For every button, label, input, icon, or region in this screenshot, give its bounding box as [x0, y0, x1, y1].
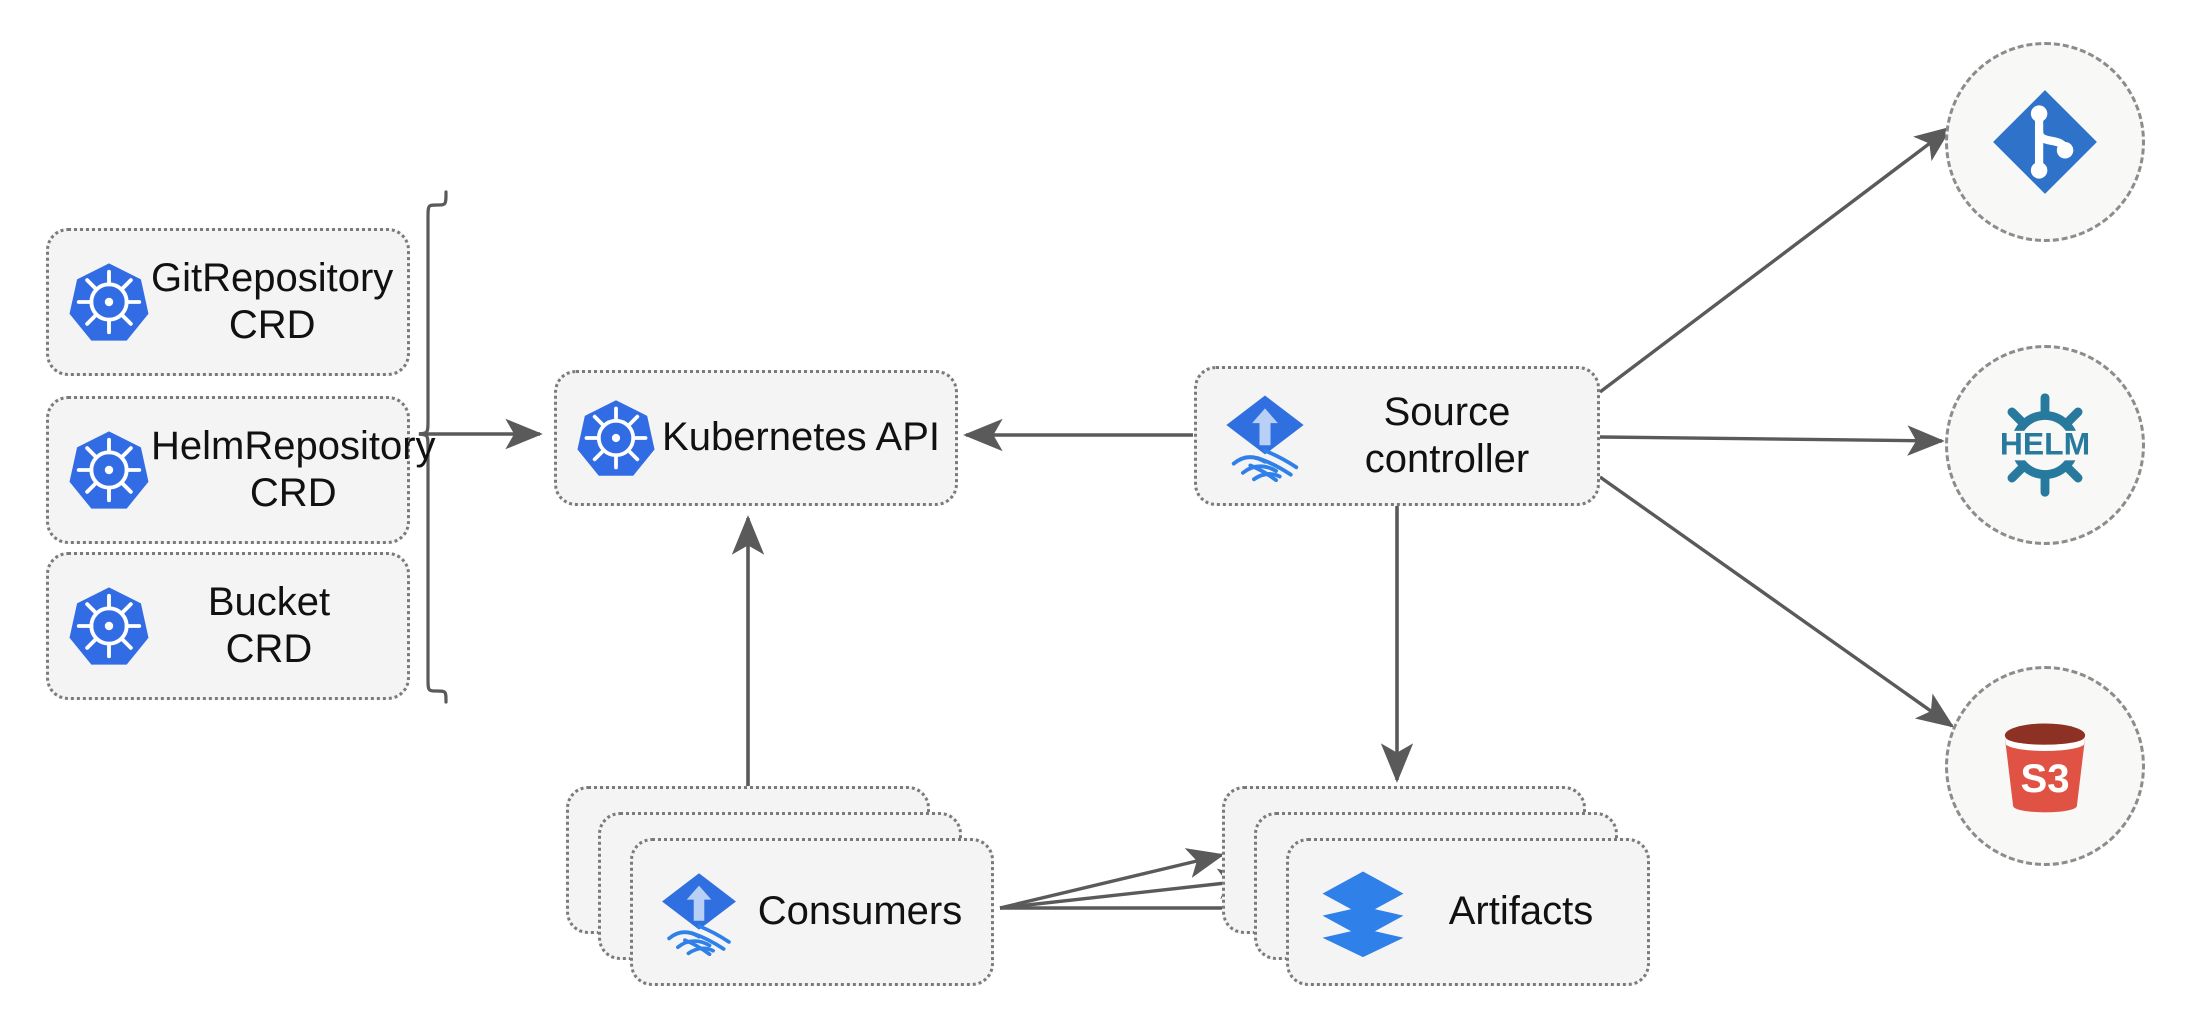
edge-sourcecontroller-to-git	[1598, 126, 1953, 394]
node-consumers[interactable]: Consumers	[630, 838, 994, 986]
node-label: Consumers	[757, 889, 963, 934]
s3-label: S3	[2020, 756, 2069, 801]
git-icon	[1986, 83, 2104, 201]
node-label: GitRepository CRD	[151, 255, 394, 347]
node-helmrepository-crd[interactable]: HelmRepository CRD	[46, 396, 436, 544]
kubernetes-icon	[67, 584, 151, 668]
node-label: Kubernetes API	[662, 415, 940, 460]
node-source-controller[interactable]: Source controller	[1194, 366, 1600, 506]
kubernetes-icon	[575, 397, 657, 479]
node-bucket-crd[interactable]: Bucket CRD	[46, 552, 410, 700]
node-helm[interactable]: HELM	[1945, 345, 2145, 545]
node-s3[interactable]: S3	[1945, 666, 2145, 866]
node-kubernetes-api[interactable]: Kubernetes API	[554, 370, 958, 506]
helm-icon: HELM	[1986, 386, 2104, 504]
node-label: Source controller	[1364, 389, 1530, 481]
edge-sourcecontroller-to-helm	[1599, 425, 1945, 456]
edge-sourcecontroller-to-s3	[1599, 475, 1955, 728]
node-label: Bucket CRD	[207, 579, 331, 671]
flux-icon	[1219, 390, 1311, 482]
node-label: Artifacts	[1448, 889, 1594, 934]
flux-icon	[655, 868, 743, 956]
node-artifacts[interactable]: Artifacts	[1286, 838, 1650, 986]
edge-consumers-to-artifacts-top	[999, 848, 1225, 910]
kubernetes-icon	[67, 428, 151, 512]
node-gitrepository-crd[interactable]: GitRepository CRD	[46, 228, 410, 376]
node-label: HelmRepository CRD	[151, 423, 436, 515]
kubernetes-icon	[67, 260, 151, 344]
node-git[interactable]	[1945, 42, 2145, 242]
helm-label: HELM	[2000, 425, 2090, 461]
s3-bucket-icon: S3	[1986, 707, 2104, 825]
edge-consumers-to-artifacts-mid	[999, 868, 1256, 910]
layers-icon	[1317, 866, 1409, 958]
